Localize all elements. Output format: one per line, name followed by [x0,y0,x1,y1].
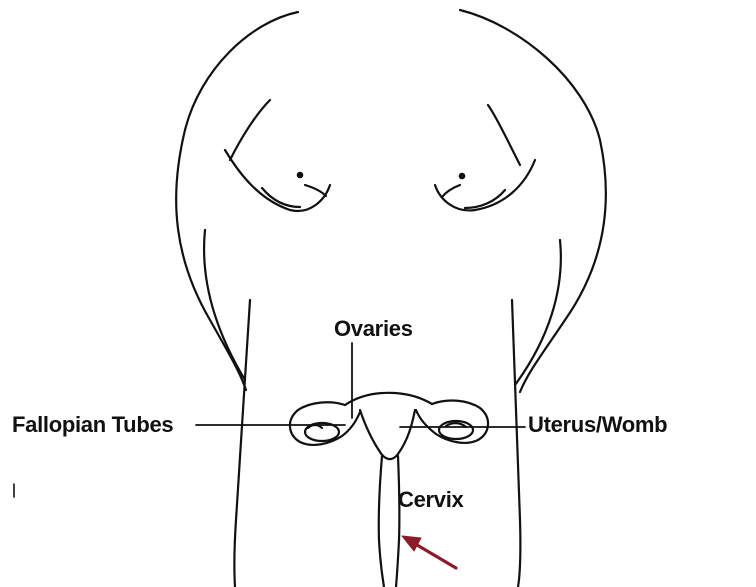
red-arrow-shaft [412,542,456,568]
uterus-womb-label: Uterus/Womb [528,414,667,436]
body-right-side [512,300,520,587]
arm-right-inner [515,240,561,385]
breast-right-outline [435,160,535,210]
body-left-side [234,300,250,587]
body-right-outline [460,10,606,392]
cervix-left-wall [379,456,384,587]
fallopian-tubes-label: Fallopian Tubes [12,414,173,436]
breast-left-detail [305,185,326,196]
uterus-body [360,410,415,459]
uterus-top [345,393,432,405]
breast-right-lower [465,190,505,208]
ovaries-label: Ovaries [334,318,413,340]
breast-right-detail [442,185,460,197]
shoulder-right-line [488,105,520,165]
body-left-outline [176,12,298,390]
cervix-right-wall [396,456,399,587]
nipple-left [298,173,302,177]
cervix-label: Cervix [398,489,463,511]
red-arrow-head [402,536,421,551]
arm-left-inner [204,230,245,380]
shoulder-left-line [230,100,270,160]
nipple-right [460,174,464,178]
